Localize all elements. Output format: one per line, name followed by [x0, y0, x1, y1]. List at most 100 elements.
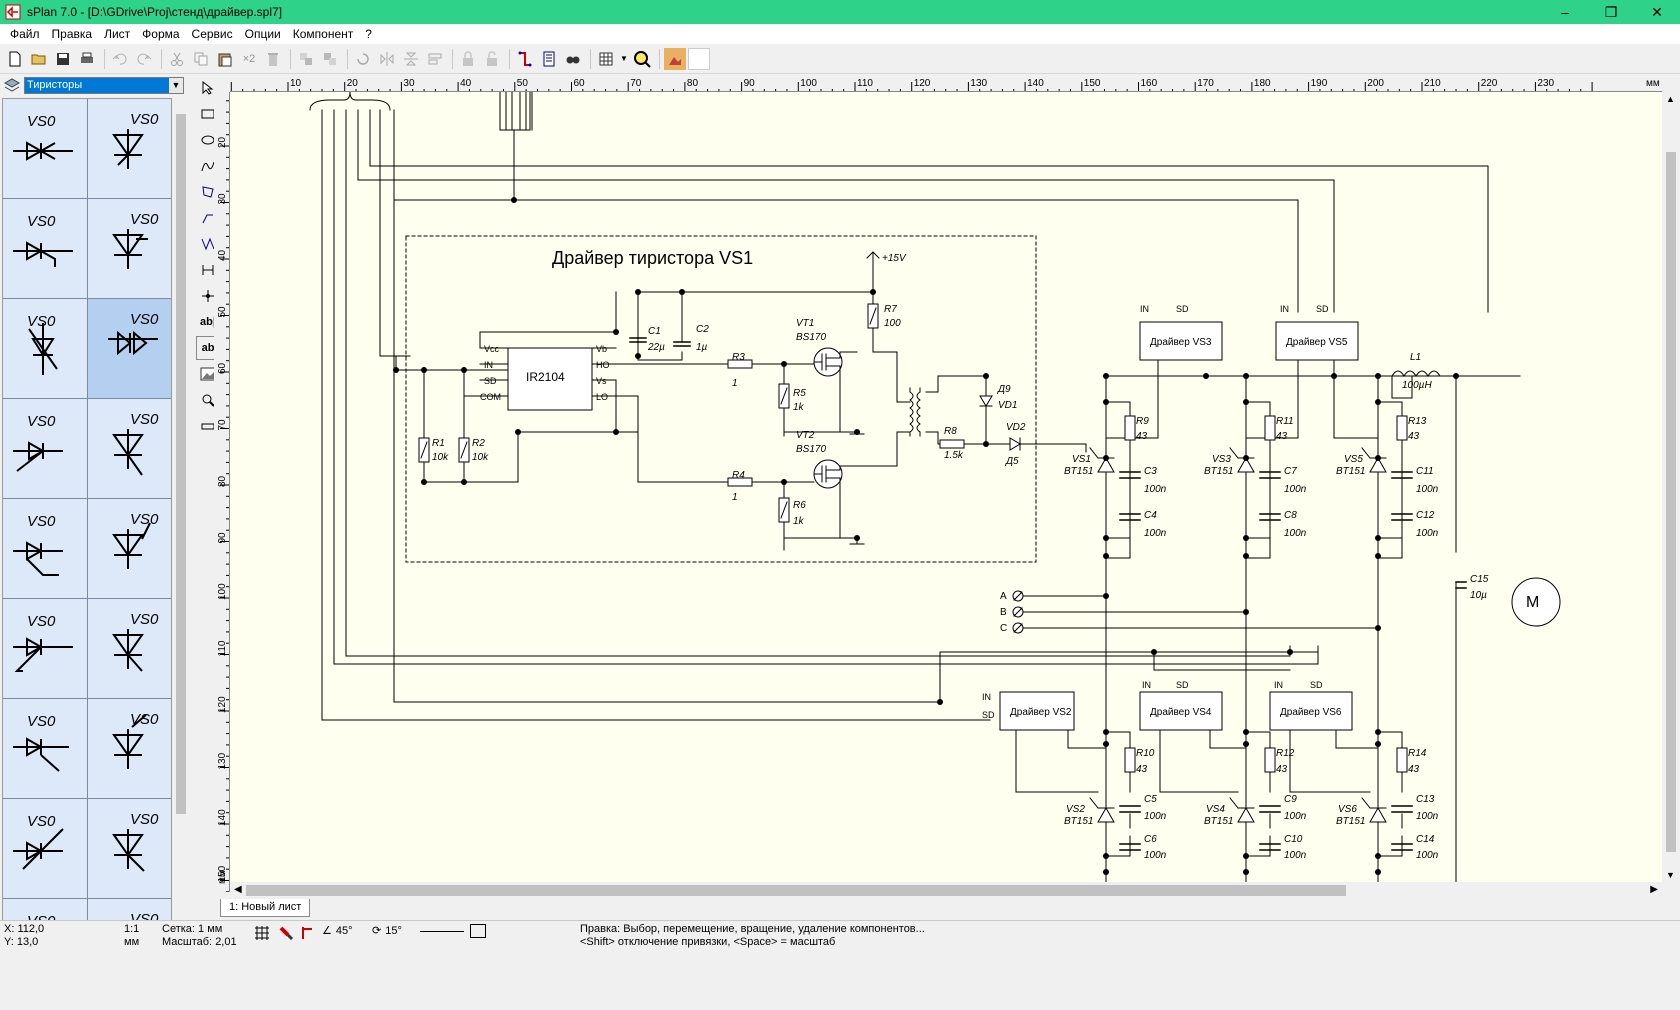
- library-component-15[interactable]: VS0: [88, 799, 171, 899]
- select-arrow-icon[interactable]: [196, 76, 220, 100]
- angle-value-2: 15°: [385, 925, 402, 937]
- library-scrollbar[interactable]: [174, 98, 188, 958]
- ungroup-icon[interactable]: [319, 48, 341, 70]
- grid-toggle-icon[interactable]: [254, 925, 270, 945]
- rotate-snap[interactable]: ⟳15°: [372, 925, 402, 938]
- menu-edit[interactable]: Правка: [51, 27, 93, 41]
- lock-icon[interactable]: [457, 48, 479, 70]
- find-icon[interactable]: [562, 48, 584, 70]
- ruler-label: 110: [217, 640, 228, 656]
- library-component-9[interactable]: VS0: [88, 499, 171, 599]
- align-icon[interactable]: [424, 48, 446, 70]
- minimize-button[interactable]: –: [1561, 4, 1569, 20]
- tab-sheet-1[interactable]: 1: Новый лист: [220, 899, 311, 917]
- zoom-tool-icon[interactable]: [196, 388, 220, 412]
- library-component-label: VS0: [130, 611, 159, 628]
- maximize-button[interactable]: ❐: [1604, 3, 1618, 20]
- image-icon[interactable]: [664, 47, 686, 70]
- cut-icon[interactable]: [166, 48, 188, 70]
- rotate-icon[interactable]: [352, 48, 374, 70]
- resistor-r8: [939, 439, 965, 449]
- print-icon[interactable]: [76, 48, 98, 70]
- menu-file[interactable]: Файл: [10, 27, 40, 41]
- library-component-13[interactable]: VS0: [88, 699, 171, 799]
- open-folder-icon[interactable]: [28, 48, 50, 70]
- library-component-14[interactable]: VS0: [3, 799, 88, 899]
- duplicate-icon[interactable]: ×2: [242, 52, 256, 65]
- library-component-label: VS0: [27, 713, 56, 730]
- library-component-3[interactable]: VS0: [88, 199, 171, 299]
- snap-magnet-icon[interactable]: [278, 925, 294, 945]
- thyristor-symbol: [1361, 447, 1387, 473]
- copy-icon[interactable]: [190, 48, 212, 70]
- library-component-7[interactable]: VS0: [88, 399, 171, 499]
- scroll-right-icon[interactable]: ▶: [1650, 884, 1658, 895]
- net-icon[interactable]: [514, 48, 536, 70]
- scroll-up-icon[interactable]: ▲: [1666, 94, 1675, 104]
- blank-tool-button[interactable]: [688, 47, 710, 70]
- scale-ratio: 1:1: [124, 923, 140, 935]
- list-icon[interactable]: [538, 48, 560, 70]
- junction-tool-icon[interactable]: [196, 284, 220, 308]
- library-category-select[interactable]: Тиристоры ▼: [24, 76, 184, 94]
- curve-tool-icon[interactable]: [196, 154, 220, 178]
- horizontal-scrollbar[interactable]: ◀ ▶: [230, 882, 1662, 899]
- scroll-left-icon[interactable]: ◀: [234, 884, 242, 895]
- text-tool-icon[interactable]: ab|: [200, 316, 216, 328]
- horizontal-scroll-thumb[interactable]: [246, 885, 1346, 896]
- new-file-icon[interactable]: [4, 48, 26, 70]
- library-component-6[interactable]: VS0: [3, 399, 88, 499]
- grid-icon[interactable]: [595, 48, 617, 70]
- undo-icon[interactable]: [109, 48, 131, 70]
- menu-options[interactable]: Опции: [244, 27, 281, 41]
- mirror-h-icon[interactable]: [376, 48, 398, 70]
- library-component-12[interactable]: VS0: [3, 699, 88, 799]
- component-label: VS4: [1206, 804, 1225, 815]
- component-label: 100n: [1416, 528, 1439, 539]
- menu-component[interactable]: Компонент: [292, 27, 354, 41]
- dimension-tool-icon[interactable]: [196, 258, 220, 282]
- library-component-2[interactable]: VS0: [3, 199, 88, 299]
- grid-dropdown-icon[interactable]: ▼: [620, 54, 628, 63]
- library-component-1[interactable]: VS0: [88, 99, 171, 199]
- library-component-11[interactable]: VS0: [88, 599, 171, 699]
- library-component-0[interactable]: VS0: [3, 99, 88, 199]
- library-component-10[interactable]: VS0: [3, 599, 88, 699]
- line-style-preview[interactable]: [420, 931, 464, 932]
- library-component-8[interactable]: VS0: [3, 499, 88, 599]
- unlock-icon[interactable]: [481, 48, 503, 70]
- library-component-5[interactable]: VS0: [88, 299, 171, 399]
- menu-help[interactable]: ?: [365, 27, 372, 41]
- group-icon[interactable]: [295, 48, 317, 70]
- redo-icon[interactable]: [133, 48, 155, 70]
- polygon-tool-icon[interactable]: [196, 180, 220, 204]
- zoom-fit-icon[interactable]: [631, 48, 653, 70]
- ruler-label: 70: [630, 78, 642, 89]
- junction-dot: [1103, 853, 1109, 859]
- menu-shape[interactable]: Форма: [142, 27, 180, 41]
- delete-icon[interactable]: [262, 48, 284, 70]
- resistor: [1396, 747, 1408, 773]
- angle-snap[interactable]: ∠45°: [322, 925, 353, 938]
- menu-sheet[interactable]: Лист: [104, 27, 131, 41]
- picture-tool-icon[interactable]: [196, 362, 220, 386]
- schematic[interactable]: Драйвер тиристора VS1 IR2104 Vcc IN SD C…: [230, 92, 1662, 882]
- junction-dot: [1375, 535, 1381, 541]
- close-button[interactable]: ✕: [1651, 3, 1663, 20]
- vertical-scroll-thumb[interactable]: [1666, 152, 1676, 852]
- mirror-v-icon[interactable]: [400, 48, 422, 70]
- scroll-down-icon[interactable]: ▼: [1666, 870, 1675, 880]
- bezier-tool-icon[interactable]: [196, 232, 220, 256]
- paste-icon[interactable]: [214, 48, 236, 70]
- vertical-scrollbar[interactable]: ▲ ▼: [1662, 92, 1680, 882]
- ortho-icon[interactable]: [300, 925, 316, 945]
- save-icon[interactable]: [52, 48, 74, 70]
- line-tool-icon[interactable]: [196, 206, 220, 230]
- branch-wire: [1105, 555, 1131, 882]
- library-scroll-thumb[interactable]: [176, 114, 186, 814]
- library-component-4[interactable]: VS0: [3, 299, 88, 399]
- menu-service[interactable]: Сервис: [191, 27, 233, 41]
- thyristor-symbol-icon: [13, 637, 73, 672]
- fill-style-preview[interactable]: [470, 924, 486, 938]
- drawing-canvas[interactable]: Драйвер тиристора VS1 IR2104 Vcc IN SD C…: [230, 92, 1662, 882]
